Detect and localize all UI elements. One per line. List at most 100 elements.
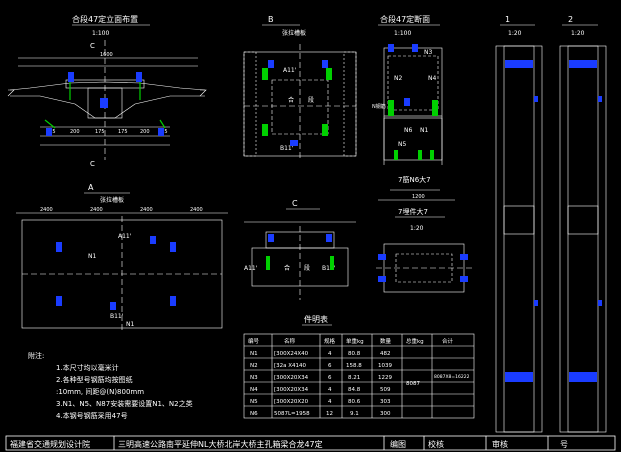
detail1-title: 1 [505,15,510,24]
table-header: 编号 [248,337,260,345]
sectionB-subtitle: 张拉槽板 [282,29,306,37]
title-org: 福建省交通规划设计院 [10,439,90,449]
elevation-dim: 175 [118,129,128,135]
sectionA47-bar: N2 [394,75,402,82]
sectionA47-markers [388,44,438,160]
sectionC-label: B11' [322,265,336,272]
detail2-scale: 1:20 [571,30,585,37]
sectionC-markers [266,234,334,270]
table-cell: 4 [328,399,332,405]
table-cell: 80.6 [348,399,361,405]
planA-view: A 张拉槽板 [16,183,228,332]
embedded-view: 7埋件大7 1:20 [376,207,472,293]
planA-dim: 2400 [190,207,203,213]
table-cell: 6 [328,363,332,369]
elevation-markers [44,72,166,136]
parts-table: 件明表 编号 名称 规格 单重kg 数量 总重kg 合计 N1 [243,314,475,419]
elevation-cut-top: C [90,42,95,50]
embedded-title: 7埋件大7 [398,207,428,216]
planA-label: A11' [118,233,132,240]
table-cell: N4 [250,387,258,393]
elevation-dim: 200 [70,129,80,135]
table-cell: 300 [380,411,391,417]
sectionB-label: A11' [283,67,297,74]
elevation-title: 合段47定立面布置 [72,14,138,24]
table-cell: 5087L=1958 [274,411,310,417]
table-cell: N1 [250,351,258,357]
table-cell: N6 [250,411,258,417]
title-reviewed: 审核 [492,439,508,449]
planA-label: B11' [110,313,124,320]
sectionA47-detail-title: 7筋N6大7 [398,175,431,184]
sectionA47-title: 合段47定断面 [380,14,430,24]
table-cell: 8.21 [348,375,360,381]
table-cell: 303 [380,399,391,405]
table-cell: [300X20X34 [274,375,309,381]
table-cell: 509 [380,387,391,393]
sectionA47-bar: N4 [428,75,436,82]
table-cell: 8087X8=16222 [434,374,470,380]
elevation-dim-top: 1600 [100,52,113,58]
planA-dim: 2400 [90,207,103,213]
planA-dim: 2400 [140,207,153,213]
sectionA47-detail-dim: 1200 [412,194,425,200]
table-header: 总重kg [406,337,424,345]
elevation-view: 合段47定立面布置 1:100 C C 1600 [7,14,207,168]
sectionB-label: B11' [280,145,294,152]
detail-strips: 1 1:20 2 1:20 [495,15,607,433]
table-cell: 6 [328,375,332,381]
title-drawn: 编图 [390,439,406,449]
elevation-cut-bottom: C [90,160,95,168]
table-cell: N2 [250,363,258,369]
sectionA47-scale: 1:100 [394,30,411,37]
sectionA47-callout: N钢筋 [372,103,386,110]
notes-line: 4.本钢号钢筋采用47号 [56,411,128,420]
table-cell: 8087 [406,381,420,387]
title-project: 三明高速公路南平延伸NL大桥北岸大桥主孔箱梁合龙47定 [118,439,323,449]
table-header: 单重kg [346,337,364,345]
table-cell: 9.1 [350,411,359,417]
table-cell: 1039 [378,363,392,369]
table-cell: N5 [250,399,258,405]
title-number: 号 [560,440,568,449]
table-cell: 158.8 [346,363,362,369]
sectionB-label: 合 [288,96,294,104]
table-cell: 4 [328,351,332,357]
title-checked: 校核 [428,439,444,449]
sectionC-label: A11' [244,265,258,272]
elevation-scale: 1:100 [92,30,109,37]
sectionC-title: C [292,199,298,208]
sectionB-markers [262,60,332,146]
sectionB-view: B 张拉槽板 [243,15,357,160]
detail-strip-markers [505,60,602,382]
planA-label: N1 [126,321,134,328]
sectionA47-bar: N1 [420,127,428,134]
sectionA47-bars: N3 N2 N4 N6 N5 N1 N钢筋 7筋N6大7 1200 [372,49,436,200]
notes-line: 3.N1、N5、N87安装需要设置N1、N2之类 [56,399,193,408]
embedded-scale: 1:20 [410,225,424,232]
elevation-dim: 175 [95,129,105,135]
sectionA47-bar: N5 [398,141,406,148]
planA-subtitle: 张拉槽板 [100,196,124,204]
table-header: 数量 [380,337,392,345]
sectionB-title: B [268,15,274,24]
notes-line: 1.本尺寸均以毫米计 [56,363,119,372]
sectionB-label: 段 [308,96,314,104]
sectionC-label: 合 [284,264,290,272]
notes-line: :10mm, 间距@(N)800mm [56,388,144,396]
table-cell: 84.8 [348,387,361,393]
title-block: 福建省交通规划设计院 三明高速公路南平延伸NL大桥北岸大桥主孔箱梁合龙47定 编… [5,435,616,451]
planA-markers [56,236,176,310]
notes-block: 附注: 1.本尺寸均以毫米计 2.各种型号钢筋均按图纸 :10mm, 间距@(N… [28,351,193,420]
table-cell: [300X24X40 [274,351,309,357]
table-title: 件明表 [304,314,328,324]
elevation-dims: 125 200 175 175 200 125 [46,129,168,135]
embedded-markers [378,254,468,282]
table-cell: 80.8 [348,351,361,357]
sectionC-view: C [244,199,356,300]
planA-title: A [88,183,94,192]
table-header: 名称 [284,337,296,345]
elevation-dim: 200 [140,129,150,135]
table-cell: 4 [328,387,332,393]
notes-line: 2.各种型号钢筋均按图纸 [56,375,133,384]
